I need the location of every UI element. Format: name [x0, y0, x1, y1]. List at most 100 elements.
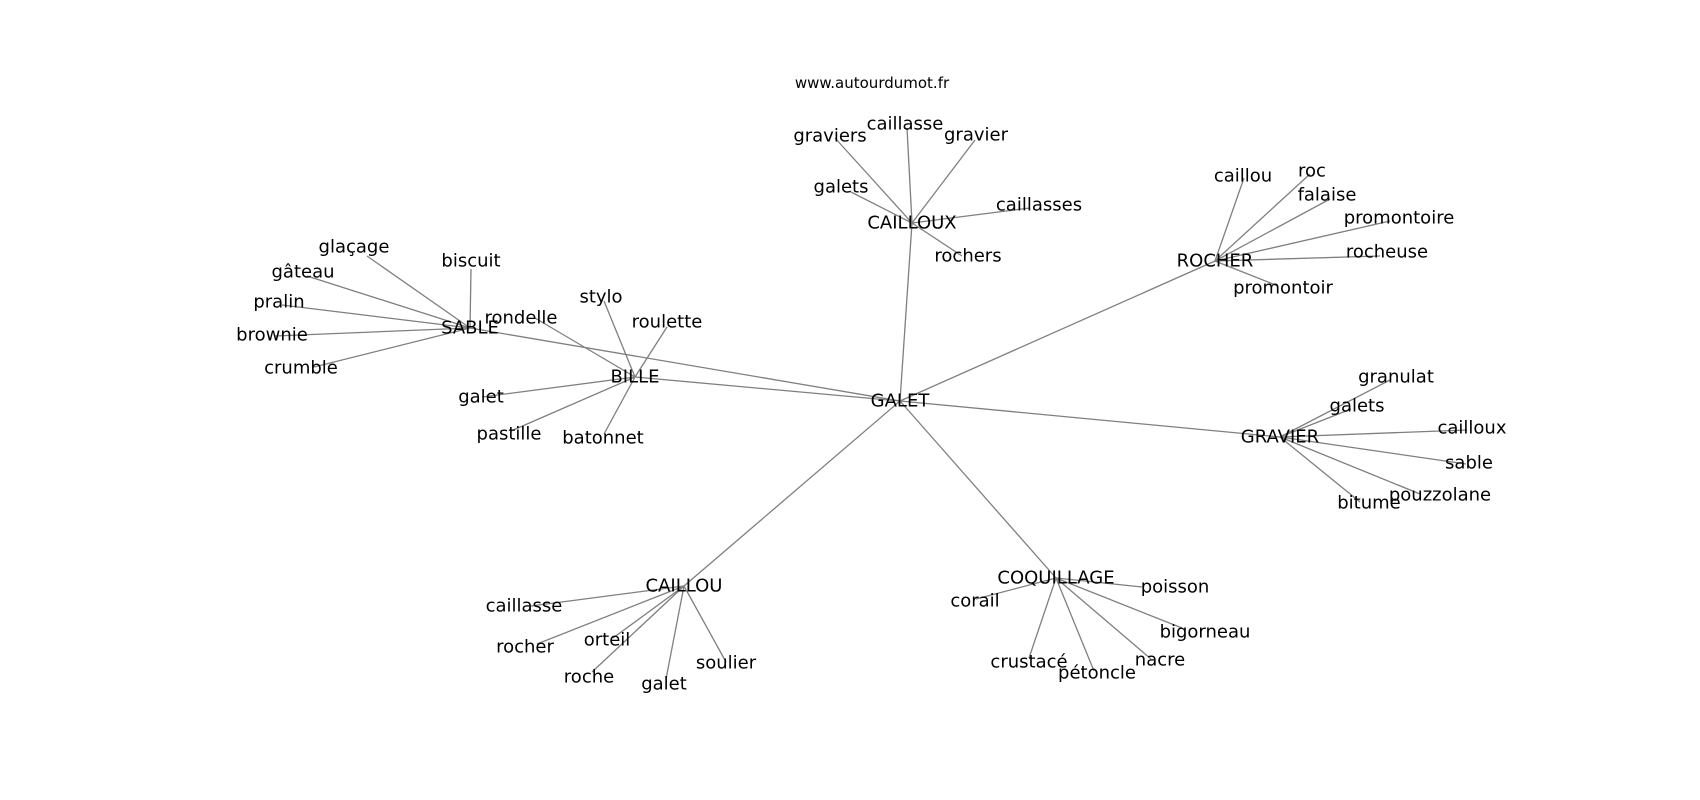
- leaf-node[interactable]: caillasses: [996, 195, 1082, 216]
- edge-center-cailloux: [899, 222, 913, 402]
- graph-edges: [274, 127, 1468, 680]
- edge-rocher-leaf: [1214, 198, 1331, 262]
- leaf-node[interactable]: bitume: [1337, 493, 1401, 514]
- leaf-node[interactable]: caillasse: [867, 114, 944, 135]
- leaf-node[interactable]: stylo: [579, 287, 622, 308]
- edge-center-caillou: [683, 400, 901, 587]
- edge-sable-leaf: [313, 327, 471, 368]
- leaf-node[interactable]: cailloux: [1437, 418, 1506, 439]
- edge-coquillage-leaf: [1055, 577, 1183, 629]
- hub-node[interactable]: SABLE: [441, 318, 499, 339]
- edge-sable-leaf: [281, 304, 471, 329]
- leaf-node[interactable]: corail: [950, 591, 999, 612]
- leaf-node[interactable]: crumble: [264, 358, 338, 379]
- edge-gravier-leaf: [1279, 436, 1467, 465]
- leaf-node[interactable]: pralin: [253, 292, 304, 313]
- hub-node[interactable]: CAILLOUX: [867, 213, 956, 234]
- hub-node[interactable]: COQUILLAGE: [997, 568, 1114, 589]
- edge-caillou-leaf: [665, 585, 685, 680]
- edge-coquillage-leaf: [1028, 577, 1057, 659]
- edge-cailloux-leaf: [911, 139, 976, 224]
- edge-center-coquillage: [899, 400, 1057, 579]
- edge-cailloux-leaf: [850, 191, 913, 224]
- leaf-node[interactable]: orteil: [584, 630, 631, 651]
- leaf-node[interactable]: galet: [641, 674, 687, 695]
- edge-rocher-leaf: [1214, 177, 1245, 262]
- leaf-node[interactable]: sable: [1445, 453, 1493, 474]
- leaf-node[interactable]: rocheuse: [1346, 242, 1428, 263]
- watermark-text[interactable]: www.autourdumot.fr: [795, 74, 950, 92]
- hub-node[interactable]: GRAVIER: [1241, 427, 1319, 448]
- edge-bille-leaf: [534, 317, 636, 378]
- leaf-node[interactable]: promontoire: [1344, 208, 1455, 229]
- hub-node[interactable]: CAILLOU: [646, 576, 723, 597]
- hub-node[interactable]: ROCHER: [1177, 251, 1254, 272]
- edge-coquillage-leaf: [1055, 577, 1095, 672]
- edge-caillou-leaf: [591, 585, 685, 673]
- edge-caillou-leaf: [536, 585, 685, 645]
- leaf-node[interactable]: galets: [814, 177, 869, 198]
- leaf-node[interactable]: pétoncle: [1058, 663, 1136, 684]
- leaf-node[interactable]: nacre: [1135, 650, 1185, 671]
- edge-bille-leaf: [603, 376, 636, 435]
- leaf-node[interactable]: caillou: [1214, 166, 1272, 187]
- leaf-node[interactable]: roche: [564, 667, 614, 688]
- leaf-node[interactable]: glaçage: [319, 237, 390, 258]
- edge-bille-leaf: [481, 376, 636, 398]
- edge-sable-leaf: [274, 327, 471, 337]
- leaf-node[interactable]: roulette: [632, 312, 703, 333]
- leaf-node[interactable]: promontoir: [1233, 278, 1333, 299]
- edge-cailloux-leaf: [911, 222, 963, 257]
- leaf-node[interactable]: rocher: [496, 637, 554, 658]
- edge-center-rocher: [899, 260, 1216, 402]
- edge-sable-leaf: [306, 275, 471, 329]
- leaf-node[interactable]: pastille: [477, 424, 542, 445]
- edge-gravier-leaf: [1279, 408, 1352, 438]
- leaf-node[interactable]: galets: [1330, 396, 1385, 417]
- leaf-node[interactable]: rochers: [934, 246, 1001, 267]
- edge-rocher-leaf: [1214, 220, 1391, 262]
- center-node[interactable]: GALET: [871, 391, 931, 412]
- edge-center-sable: [469, 327, 901, 402]
- edge-caillou-leaf: [683, 585, 727, 663]
- leaf-node[interactable]: crustacé: [990, 652, 1067, 673]
- edge-gravier-leaf: [1279, 436, 1421, 495]
- edge-center-bille: [634, 376, 901, 402]
- leaf-node[interactable]: pouzzolane: [1389, 485, 1491, 506]
- leaf-node[interactable]: caillasse: [486, 596, 563, 617]
- edge-sable-leaf: [469, 268, 472, 329]
- edge-rocher-leaf: [1214, 255, 1381, 262]
- edge-sable-leaf: [366, 255, 471, 329]
- leaf-node[interactable]: rondelle: [484, 308, 557, 329]
- leaf-node[interactable]: gâteau: [271, 262, 334, 283]
- edge-coquillage-leaf: [1055, 577, 1143, 588]
- edge-caillou-leaf: [612, 585, 685, 639]
- edge-bille-leaf: [603, 300, 636, 378]
- leaf-node[interactable]: falaise: [1298, 185, 1357, 206]
- leaf-node[interactable]: brownie: [236, 325, 308, 346]
- leaf-node[interactable]: bigorneau: [1160, 622, 1251, 643]
- leaf-node[interactable]: soulier: [696, 653, 757, 674]
- leaf-node[interactable]: poisson: [1141, 577, 1210, 598]
- edge-coquillage-leaf: [975, 577, 1057, 600]
- edge-gravier-leaf: [1279, 436, 1361, 503]
- edge-gravier-leaf: [1279, 429, 1468, 438]
- edge-coquillage-leaf: [1055, 577, 1152, 660]
- graph-labels: www.autourdumot.fr GALETCAILLOUXgraviers…: [236, 74, 1507, 695]
- leaf-node[interactable]: gravier: [944, 125, 1009, 146]
- edge-bille-leaf: [510, 376, 636, 432]
- edge-cailloux-leaf: [906, 127, 913, 224]
- leaf-node[interactable]: graviers: [793, 126, 866, 147]
- edge-center-gravier: [899, 400, 1281, 438]
- edge-rocher-leaf: [1214, 260, 1279, 287]
- leaf-node[interactable]: biscuit: [441, 251, 500, 272]
- leaf-node[interactable]: batonnet: [562, 428, 643, 449]
- edge-caillou-leaf: [530, 585, 685, 607]
- edge-bille-leaf: [634, 326, 668, 378]
- hub-node[interactable]: BILLE: [610, 367, 659, 388]
- leaf-node[interactable]: galet: [458, 387, 504, 408]
- leaf-node[interactable]: roc: [1298, 161, 1326, 182]
- edge-cailloux-leaf: [834, 137, 913, 224]
- leaf-node[interactable]: granulat: [1358, 367, 1434, 388]
- edge-cailloux-leaf: [911, 207, 1031, 224]
